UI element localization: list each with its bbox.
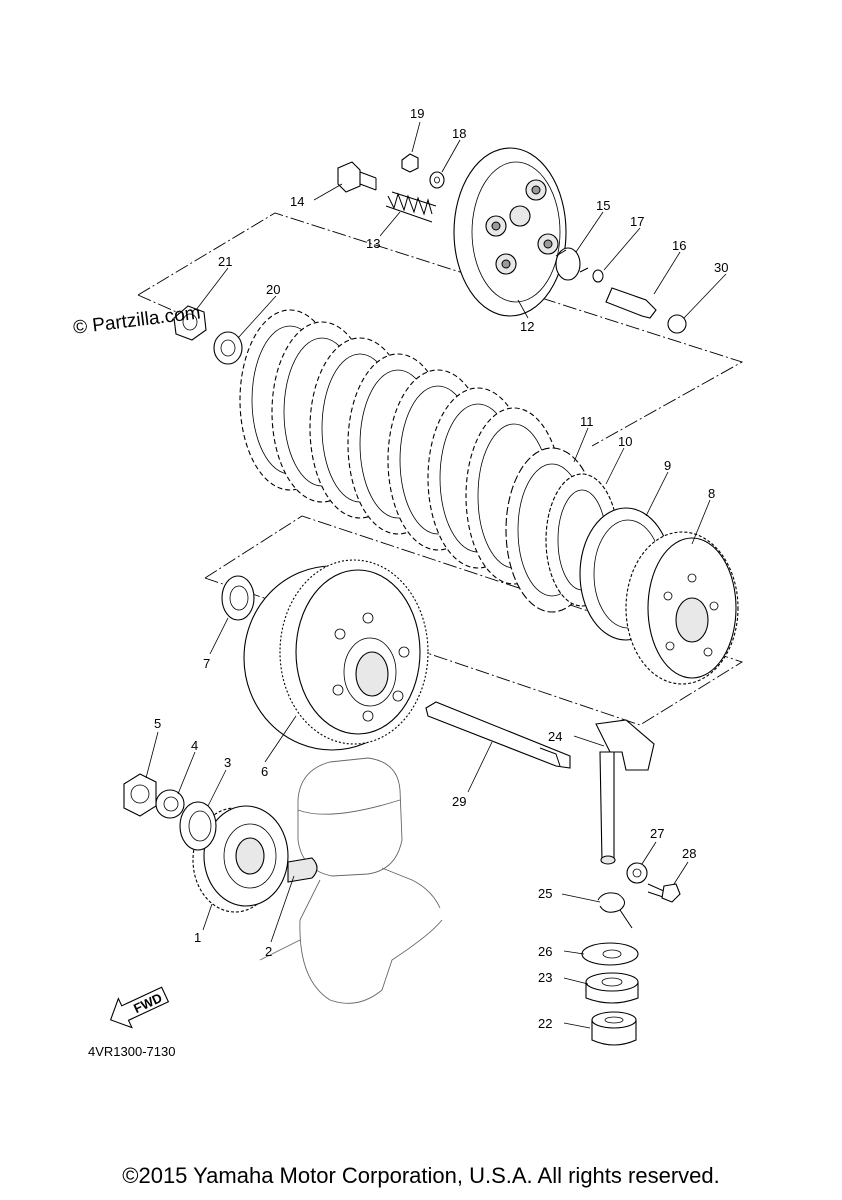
callout-15: 15 — [596, 198, 610, 213]
part-23-oil-seal — [585, 972, 639, 1004]
callout-13: 13 — [366, 236, 380, 251]
fwd-label: FWD — [131, 990, 164, 1016]
callout-10: 10 — [618, 434, 632, 449]
leader-lines — [145, 121, 727, 1029]
callout-21: 21 — [218, 254, 232, 269]
callout-3: 3 — [224, 755, 231, 770]
callout-11: 11 — [580, 414, 594, 429]
part-6-clutch-housing — [243, 559, 429, 751]
callout-4: 4 — [191, 738, 198, 753]
callout-8: 8 — [708, 486, 715, 501]
callout-2: 2 — [265, 944, 272, 959]
callout-14: 14 — [290, 194, 304, 209]
callout-numbers: 1 2 3 4 5 6 7 8 9 10 11 12 13 14 15 16 1… — [154, 106, 728, 1031]
callout-5: 5 — [154, 716, 161, 731]
part-2-woodruff-key — [287, 857, 318, 883]
part-20-lock-washer — [213, 331, 243, 365]
part-4-lock-washer — [155, 789, 185, 819]
part-21-nut — [173, 305, 207, 341]
part-27-washer — [626, 862, 648, 884]
part-25-return-spring — [597, 892, 633, 929]
callout-16: 16 — [672, 238, 686, 253]
callout-19: 19 — [410, 106, 424, 121]
part-7-thrust-washer — [221, 575, 255, 621]
fwd-arrow-icon: FWD — [109, 986, 170, 1029]
part-17-o-ring — [592, 269, 604, 283]
part-24-push-lever-shaft — [595, 719, 655, 865]
assembly-frame-lower — [204, 515, 744, 726]
diagram-code: 4VR1300-7130 — [88, 1044, 176, 1059]
callout-6: 6 — [261, 764, 268, 779]
callout-23: 23 — [538, 970, 552, 985]
callout-30: 30 — [714, 260, 728, 275]
callout-24: 24 — [548, 729, 562, 744]
callout-17: 17 — [630, 214, 644, 229]
part-16-push-rod — [605, 287, 657, 319]
part-12-pressure-plate — [453, 147, 567, 317]
part-13-clutch-spring — [385, 191, 437, 223]
callout-20: 20 — [266, 282, 280, 297]
part-22-bearing — [591, 1011, 637, 1046]
part-3-washer — [179, 801, 217, 851]
callout-26: 26 — [538, 944, 552, 959]
part-8-clutch-boss — [625, 531, 739, 685]
copyright-notice: ©2015 Yamaha Motor Corporation, U.S.A. A… — [122, 1163, 720, 1188]
crankshaft-ghost-outline — [259, 757, 443, 1004]
part-19-nut — [401, 153, 419, 173]
part-29-push-rod — [425, 701, 571, 769]
callout-28: 28 — [682, 846, 696, 861]
callout-12: 12 — [520, 319, 534, 334]
part-15-push-plate — [555, 247, 589, 281]
callout-25: 25 — [538, 886, 552, 901]
part-28-screw — [647, 883, 681, 903]
callout-27: 27 — [650, 826, 664, 841]
part-14-bolt — [337, 161, 377, 193]
callout-7: 7 — [203, 656, 210, 671]
callout-1: 1 — [194, 930, 201, 945]
callout-29: 29 — [452, 794, 466, 809]
callout-9: 9 — [664, 458, 671, 473]
part-26-washer — [581, 942, 639, 966]
callout-18: 18 — [452, 126, 466, 141]
part-30-ball — [667, 314, 687, 334]
callout-22: 22 — [538, 1016, 552, 1031]
part-5-nut — [123, 773, 157, 817]
part-18-washer — [429, 171, 445, 189]
